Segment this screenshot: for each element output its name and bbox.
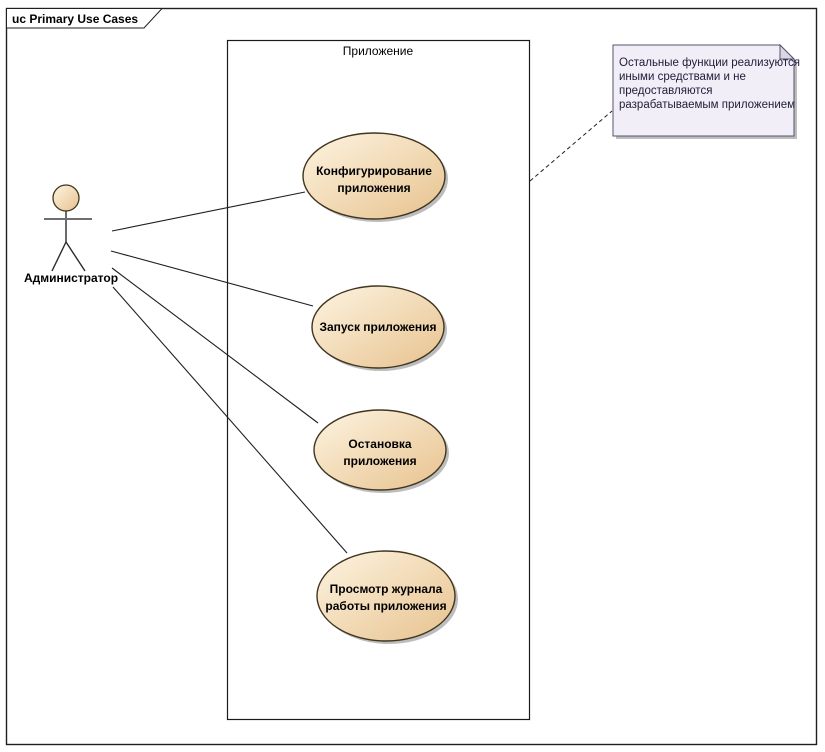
use-case-viewlog-label-line2: работы приложения (325, 599, 446, 613)
use-case-configure-label-line1: Конфигурирование (316, 164, 432, 178)
diagram-frame (5, 7, 818, 746)
note-text-line2: иными средствами и не (619, 71, 746, 83)
note-text-line4: разрабатываемым приложением (619, 99, 795, 111)
note-link[interactable] (529, 110, 613, 182)
use-case-configure-ellipse[interactable] (302, 132, 446, 220)
use-case-viewlog-ellipse[interactable] (316, 550, 456, 642)
frame-title: uc Primary Use Cases (12, 12, 138, 26)
use-case-stop-label-line2: приложения (343, 454, 416, 468)
actor-administrator[interactable]: Администратор (24, 184, 118, 285)
note-text-line3: предоставляются (619, 85, 712, 97)
association-admin-configure[interactable] (111, 191, 306, 232)
use-case-stop[interactable]: Остановка приложения (313, 409, 449, 493)
use-case-viewlog-label-line1: Просмотр журнала (330, 582, 443, 596)
association-admin-stop[interactable] (111, 267, 319, 424)
association-admin-start[interactable] (110, 250, 314, 307)
note-fold-corner (779, 43, 796, 60)
use-case-stop-ellipse[interactable] (313, 409, 447, 491)
use-case-start[interactable]: Запуск приложения (311, 285, 447, 371)
use-case-start-label: Запуск приложения (319, 320, 436, 334)
use-case-stop-label-line1: Остановка (348, 437, 412, 451)
actor-label: Администратор (24, 271, 118, 285)
use-case-configure[interactable]: Конфигурирование приложения (302, 132, 448, 222)
actor-leg-right (65, 241, 86, 272)
use-case-viewlog[interactable]: Просмотр журнала работы приложения (316, 550, 458, 644)
note-other-functions[interactable]: Остальные функции реализуются иными сред… (612, 43, 800, 139)
frame-title-tab[interactable] (6, 8, 164, 29)
note-body[interactable] (612, 44, 795, 137)
system-boundary-label: Приложение (343, 44, 414, 58)
note-text-line1: Остальные функции реализуются (619, 57, 800, 69)
association-admin-viewlog[interactable] (112, 286, 348, 554)
actor-head (52, 184, 80, 212)
actor-leg-left (51, 241, 67, 272)
use-case-configure-label-line2: приложения (337, 181, 410, 195)
use-case-start-ellipse[interactable] (311, 285, 445, 369)
